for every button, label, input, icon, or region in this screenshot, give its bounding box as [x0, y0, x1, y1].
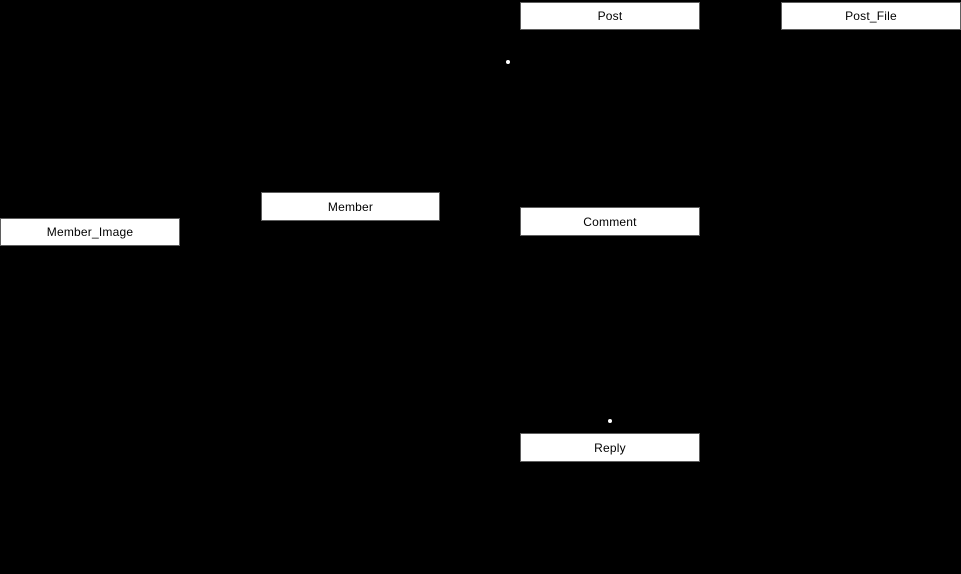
- entity-post[interactable]: Post: [520, 2, 700, 30]
- entity-member-image[interactable]: Member_Image: [0, 218, 180, 246]
- entity-reply[interactable]: Reply: [520, 433, 700, 462]
- entity-member[interactable]: Member: [261, 192, 440, 221]
- entity-member-label: Member: [327, 199, 374, 214]
- connection-dot: [506, 60, 510, 64]
- entity-comment[interactable]: Comment: [520, 207, 700, 236]
- entity-post-file-label: Post_File: [845, 9, 897, 23]
- connection-dot: [608, 419, 612, 423]
- entity-comment-label: Comment: [583, 214, 637, 229]
- entity-member-image-label: Member_Image: [46, 225, 134, 239]
- entity-reply-label: Reply: [594, 440, 626, 455]
- entity-post-label: Post: [597, 9, 623, 23]
- entity-post-file[interactable]: Post_File: [781, 2, 961, 30]
